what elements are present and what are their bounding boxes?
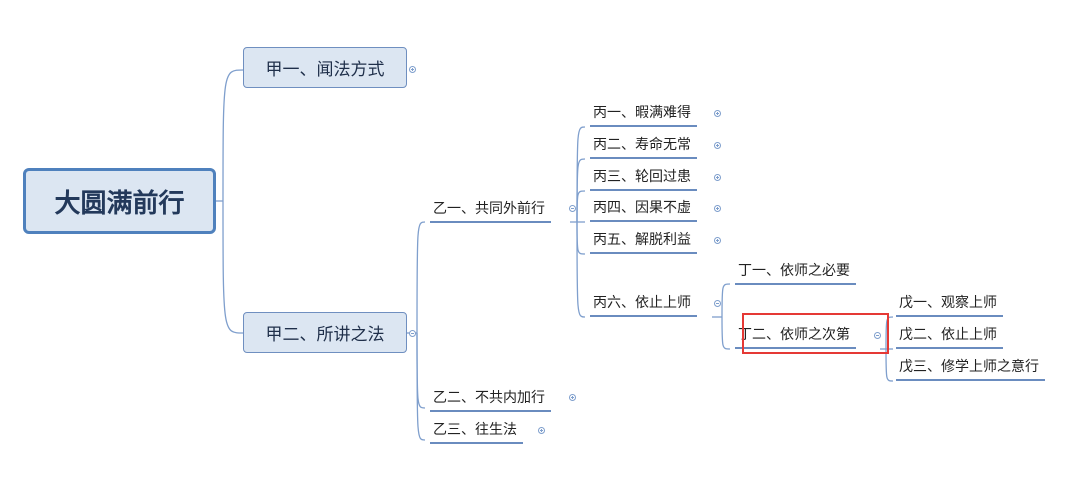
topic-jia-1[interactable]: 甲一、闻法方式 (243, 47, 407, 88)
selection-highlight-box (742, 313, 889, 354)
expand-toggle-icon[interactable] (714, 237, 721, 244)
topic-yi-1[interactable]: 乙一、共同外前行 (430, 201, 551, 223)
expand-toggle-icon[interactable] (409, 66, 416, 73)
expand-toggle-icon[interactable] (714, 142, 721, 149)
topic-bing-5[interactable]: 丙五、解脱利益 (590, 232, 697, 254)
topic-ding-1[interactable]: 丁一、依师之必要 (735, 263, 856, 285)
collapse-toggle-icon[interactable] (409, 330, 416, 337)
topic-bing-4[interactable]: 丙四、因果不虚 (590, 200, 697, 222)
expand-toggle-icon[interactable] (714, 110, 721, 117)
expand-toggle-icon[interactable] (714, 174, 721, 181)
topic-jia-2[interactable]: 甲二、所讲之法 (243, 312, 407, 353)
topic-bing-6[interactable]: 丙六、依止上师 (590, 295, 697, 317)
root-topic[interactable]: 大圆满前行 (23, 168, 216, 234)
topic-yi-3[interactable]: 乙三、往生法 (430, 422, 523, 444)
topic-yi-2[interactable]: 乙二、不共内加行 (430, 390, 551, 412)
topic-wu-2[interactable]: 戊二、依止上师 (896, 327, 1003, 349)
topic-ding-2[interactable]: 丁二、依师之次第 (735, 327, 856, 349)
expand-toggle-icon[interactable] (569, 394, 576, 401)
topic-bing-3[interactable]: 丙三、轮回过患 (590, 169, 697, 191)
collapse-toggle-icon[interactable] (569, 205, 576, 212)
topic-wu-1[interactable]: 戊一、观察上师 (896, 295, 1003, 317)
expand-toggle-icon[interactable] (714, 205, 721, 212)
topic-wu-3[interactable]: 戊三、修学上师之意行 (896, 359, 1045, 381)
collapse-toggle-icon[interactable] (714, 300, 721, 307)
topic-bing-2[interactable]: 丙二、寿命无常 (590, 137, 697, 159)
collapse-toggle-icon[interactable] (874, 332, 881, 339)
expand-toggle-icon[interactable] (538, 427, 545, 434)
topic-bing-1[interactable]: 丙一、暇满难得 (590, 105, 697, 127)
